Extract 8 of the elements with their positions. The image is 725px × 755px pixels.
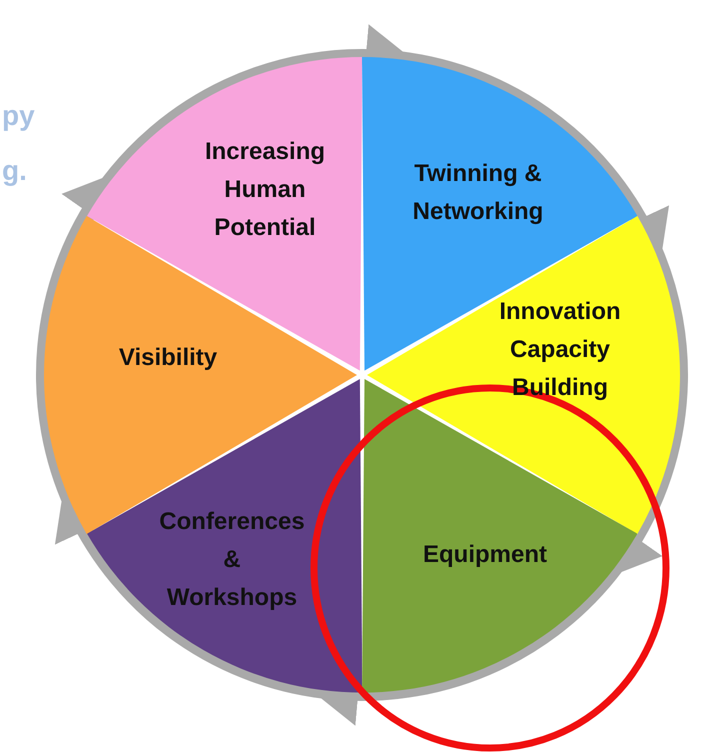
- segment-label: Conferences & Workshops: [159, 506, 305, 613]
- cut-off-text: g.: [2, 155, 27, 187]
- segment-label: Innovation Capacity Building: [499, 297, 621, 403]
- segment-label: Twinning & Networking: [412, 159, 544, 227]
- segment-label: Increasing Human Potential: [204, 137, 325, 243]
- segment-label: Visibility: [118, 343, 218, 373]
- segment-label: Equipment: [423, 540, 547, 570]
- cut-off-text: py: [2, 100, 35, 132]
